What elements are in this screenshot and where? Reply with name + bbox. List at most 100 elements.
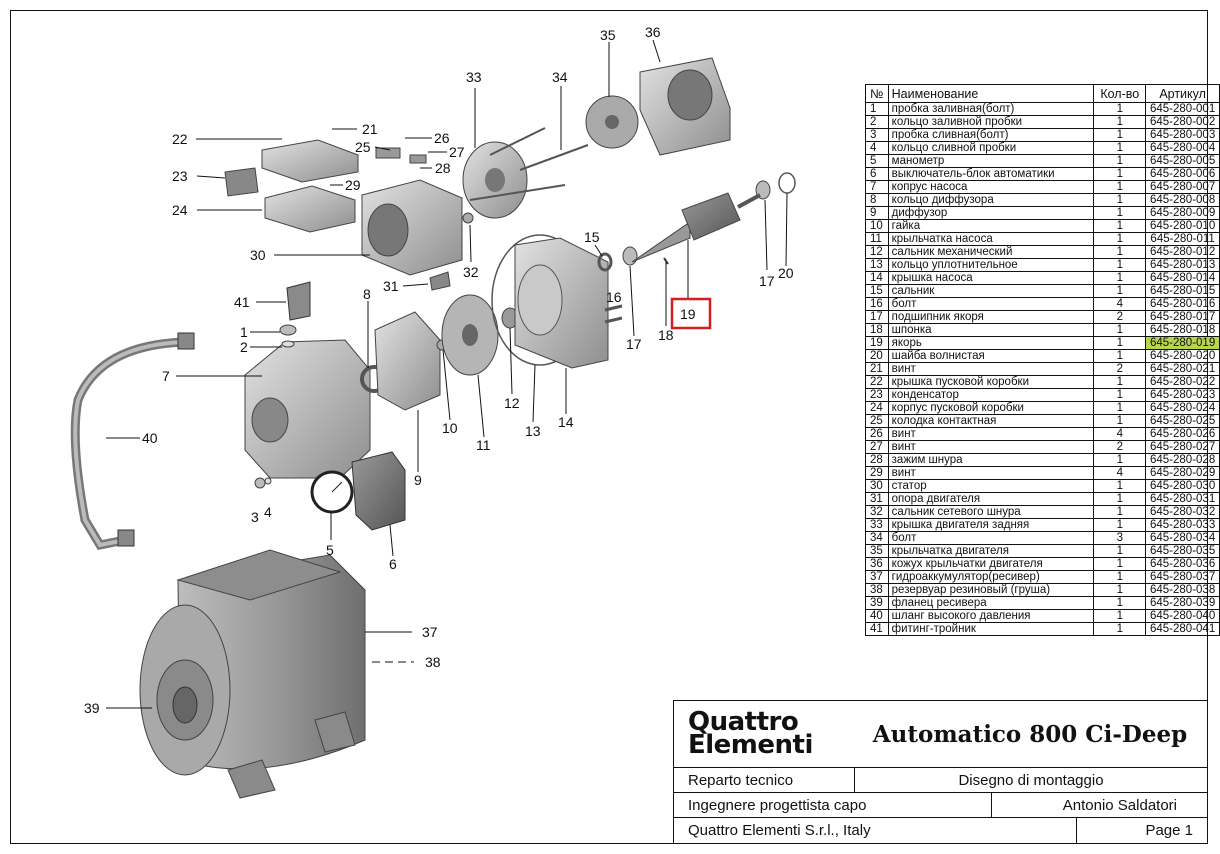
cell-qty: 1 — [1093, 622, 1147, 636]
cell-name: шланг высокого давления — [887, 609, 1095, 623]
cell-qty: 1 — [1093, 479, 1147, 493]
callout-30: 30 — [250, 247, 266, 263]
cell-no: 15 — [865, 284, 889, 298]
cell-article: 645-280-006 — [1145, 167, 1220, 181]
cell-name: крыльчатка двигателя — [887, 544, 1095, 558]
cell-no: 33 — [865, 518, 889, 532]
cell-no: 8 — [865, 193, 889, 207]
cell-no: 21 — [865, 362, 889, 376]
callout-34: 34 — [552, 69, 568, 85]
cell-name: винт — [887, 466, 1095, 480]
cell-article: 645-280-003 — [1145, 128, 1220, 142]
callout-28: 28 — [435, 160, 451, 176]
cell-name: зажим шнура — [887, 453, 1095, 467]
cell-qty: 1 — [1093, 180, 1147, 194]
cell-qty: 1 — [1093, 453, 1147, 467]
cell-qty: 1 — [1093, 115, 1147, 129]
cell-no: 3 — [865, 128, 889, 142]
cell-qty: 1 — [1093, 232, 1147, 246]
cell-article: 645-280-021 — [1145, 362, 1220, 376]
cell-name: сальник сетевого шнура — [887, 505, 1095, 519]
callout-14: 14 — [558, 414, 574, 430]
parts-table-header-row: № Наименование Кол-во Артикул — [865, 84, 1220, 103]
cell-no: 26 — [865, 427, 889, 441]
callout-36: 36 — [645, 24, 661, 40]
cell-qty: 4 — [1093, 466, 1147, 480]
cell-qty: 4 — [1093, 427, 1147, 441]
cell-no: 28 — [865, 453, 889, 467]
cell-name: пробка сливная(болт) — [887, 128, 1095, 142]
callout-7: 7 — [162, 368, 170, 384]
callout-4: 4 — [264, 504, 272, 520]
cell-name: гайка — [887, 219, 1095, 233]
cell-article: 645-280-010 — [1145, 219, 1220, 233]
cell-qty: 1 — [1093, 336, 1147, 350]
callout-26: 26 — [434, 130, 450, 146]
cell-no: 14 — [865, 271, 889, 285]
cell-name: фланец ресивера — [887, 596, 1095, 610]
callout-32: 32 — [463, 264, 479, 280]
cell-no: 38 — [865, 583, 889, 597]
callout-11: 11 — [476, 437, 491, 453]
cell-name: конденсатор — [887, 388, 1095, 402]
callout-29: 29 — [345, 177, 361, 193]
cell-no: 18 — [865, 323, 889, 337]
cell-name: статор — [887, 479, 1095, 493]
drawing-type-cell: Disegno di montaggio — [854, 767, 1208, 793]
cell-article: 645-280-022 — [1145, 375, 1220, 389]
cell-name: корпус пусковой коробки — [887, 401, 1095, 415]
cell-qty: 1 — [1093, 245, 1147, 259]
logo-cell: Quattro Elementi — [673, 700, 853, 768]
cell-qty: 2 — [1093, 440, 1147, 454]
model-name: Automatico 800 Ci-Deep — [872, 720, 1188, 748]
cell-qty: 1 — [1093, 570, 1147, 584]
cell-no: 41 — [865, 622, 889, 636]
title-block: Quattro Elementi Automatico 800 Ci-Deep … — [673, 700, 1208, 844]
cell-qty: 1 — [1093, 128, 1147, 142]
cell-article: 645-280-011 — [1145, 232, 1220, 246]
cell-qty: 1 — [1093, 375, 1147, 389]
cell-no: 5 — [865, 154, 889, 168]
cell-no: 40 — [865, 609, 889, 623]
cell-no: 13 — [865, 258, 889, 272]
cell-name: болт — [887, 531, 1095, 545]
cell-name: резервуар резиновый (груша) — [887, 583, 1095, 597]
cell-name: винт — [887, 427, 1095, 441]
cell-article: 645-280-033 — [1145, 518, 1220, 532]
cell-name: крышка пусковой коробки — [887, 375, 1095, 389]
cell-article: 645-280-013 — [1145, 258, 1220, 272]
cell-name: кольцо уплотнительное — [887, 258, 1095, 272]
callout-38: 38 — [425, 654, 441, 670]
cell-article: 645-280-014 — [1145, 271, 1220, 285]
parts-artwork — [70, 57, 796, 799]
callout-19-highlight-box — [670, 297, 712, 330]
callout-21: 21 — [362, 121, 378, 137]
cell-article: 645-280-038 — [1145, 583, 1220, 597]
cell-name: фитинг-тройник — [887, 622, 1095, 636]
cell-article: 645-280-001 — [1145, 102, 1220, 116]
callout-8: 8 — [363, 286, 371, 302]
callout-31: 31 — [383, 278, 399, 294]
cell-no: 32 — [865, 505, 889, 519]
cell-qty: 1 — [1093, 414, 1147, 428]
cell-name: винт — [887, 440, 1095, 454]
cell-no: 34 — [865, 531, 889, 545]
cell-qty: 1 — [1093, 609, 1147, 623]
cell-qty: 1 — [1093, 219, 1147, 233]
cell-name: шайба волнистая — [887, 349, 1095, 363]
cell-no: 31 — [865, 492, 889, 506]
